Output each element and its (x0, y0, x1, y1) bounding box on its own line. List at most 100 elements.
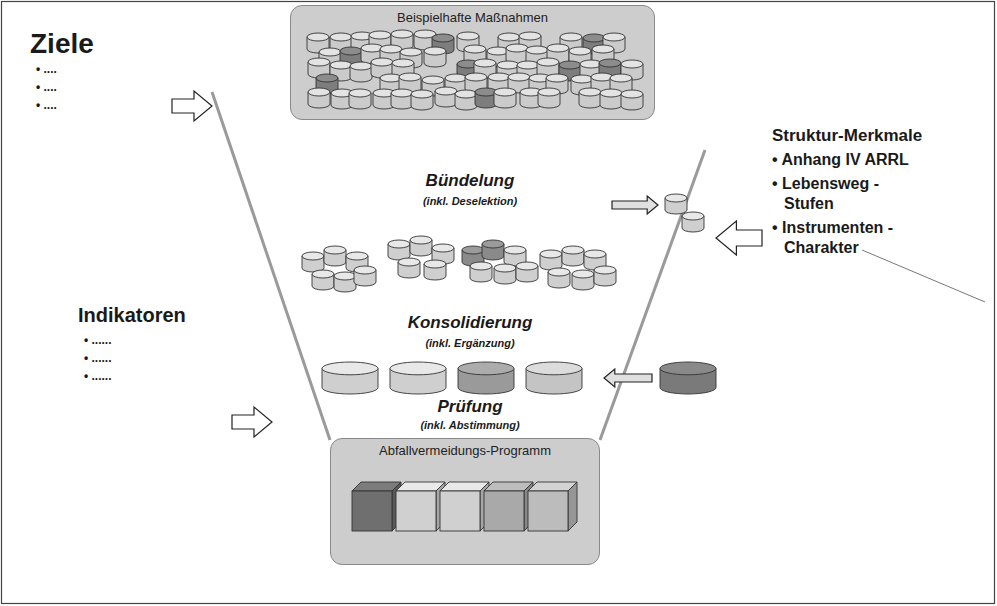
cylinder-icon (435, 87, 457, 107)
cylinder-icon (572, 270, 594, 290)
cylinder-icon (354, 266, 376, 286)
cylinder-top (474, 59, 496, 67)
cylinder-icon (308, 88, 330, 108)
cylinder-top (488, 73, 510, 81)
cylinder-icon (424, 47, 446, 67)
cylinder-icon (494, 264, 516, 284)
cylinder-top (494, 88, 516, 96)
cylinder-icon (410, 236, 432, 256)
cylinder-icon (482, 240, 504, 260)
cube-icon (440, 482, 489, 531)
cylinder-top (349, 89, 371, 97)
cylinder-top (517, 61, 539, 69)
cylinder-top (547, 44, 569, 52)
cylinder-top (572, 270, 594, 278)
cylinder-top (410, 236, 432, 244)
text-label: • Instrumenten - Charakter (772, 218, 930, 258)
cylinder-top (435, 87, 457, 95)
cylinder-icon (324, 246, 346, 266)
text-label: • ...... (84, 369, 112, 384)
cylinder-top (603, 33, 625, 41)
block-arrow (604, 369, 652, 387)
cylinder-top (422, 76, 444, 84)
cylinder-top (371, 58, 393, 66)
cylinder-top (455, 90, 477, 98)
block-arrow (172, 91, 212, 121)
text-label: Struktur-Merkmale (772, 125, 922, 146)
cylinder-icon (526, 362, 582, 394)
cylinder-top (457, 32, 479, 40)
cylinder-top (330, 61, 352, 69)
cylinder-top (508, 73, 530, 81)
cylinder-top (592, 45, 614, 53)
cylinder-top (540, 250, 562, 258)
cylinder-top (380, 45, 402, 53)
text-label: Indikatoren (78, 303, 186, 328)
cylinder-top (583, 34, 605, 42)
cylinder-top (538, 88, 560, 96)
cylinder-icon (665, 194, 687, 214)
cylinder-top (516, 262, 538, 270)
cylinder-top (322, 362, 378, 375)
cylinder-icon (411, 90, 433, 110)
panel-box: Abfallvermeidungs-Programm (330, 438, 600, 565)
text-label: Ziele (30, 26, 94, 61)
block-arrow (612, 196, 658, 214)
cylinder-icon (302, 252, 324, 272)
cylinder-top (445, 74, 467, 82)
cylinder-top (526, 362, 582, 375)
cylinder-top (519, 32, 541, 40)
cylinder-icon (621, 90, 643, 110)
cylinder-top (330, 33, 352, 41)
cylinder-top (464, 45, 486, 53)
cylinder-top (465, 73, 487, 81)
cylinder-icon (388, 240, 410, 260)
text-label: • Lebensweg -Stufen (772, 174, 906, 214)
cylinder-top (307, 33, 329, 41)
cylinder-top (346, 252, 368, 260)
text-label: • .... (36, 80, 57, 95)
cube-front (352, 491, 392, 531)
cylinder-top (398, 258, 420, 266)
cylinder-top (548, 268, 570, 276)
cylinder-top (579, 88, 601, 96)
funnel-line (600, 150, 705, 440)
stage-label: Prüfung (350, 396, 590, 417)
cylinder-top (392, 59, 414, 67)
cylinder-icon (516, 262, 538, 282)
stage-label: Bündelung (350, 170, 590, 191)
cylinder-icon (682, 212, 704, 232)
cube-side (568, 482, 577, 531)
cylinder-icon (390, 362, 446, 394)
cylinder-icon (350, 62, 372, 82)
cylinder-icon (391, 89, 413, 109)
cylinder-icon (660, 362, 716, 394)
cube-icon (396, 482, 445, 531)
box-illustration (331, 439, 601, 566)
cylinder-top (497, 61, 519, 69)
cylinder-top (400, 48, 422, 56)
text-label: • .... (36, 62, 57, 77)
cylinder-top (665, 194, 687, 202)
cylinder-icon (494, 88, 516, 108)
cylinder-icon (349, 89, 371, 109)
cylinder-top (424, 260, 446, 268)
cube-icon (352, 482, 401, 531)
cube-front (528, 491, 568, 531)
cylinder-top (334, 272, 356, 280)
cylinder-top (494, 264, 516, 272)
cylinder-icon (594, 266, 616, 286)
cylinder-top (316, 74, 338, 82)
cylinder-top (308, 88, 330, 96)
cylinder-icon (538, 88, 560, 108)
cylinder-icon (562, 246, 584, 266)
cylinder-top (391, 30, 413, 38)
cylinder-icon (548, 268, 570, 288)
block-arrow (716, 221, 762, 255)
cylinder-top (340, 47, 362, 55)
cylinder-top (324, 246, 346, 254)
block-arrow (232, 407, 272, 437)
box-title: Beispielhafte Maßnahmen (291, 6, 654, 25)
cylinder-top (537, 58, 559, 66)
